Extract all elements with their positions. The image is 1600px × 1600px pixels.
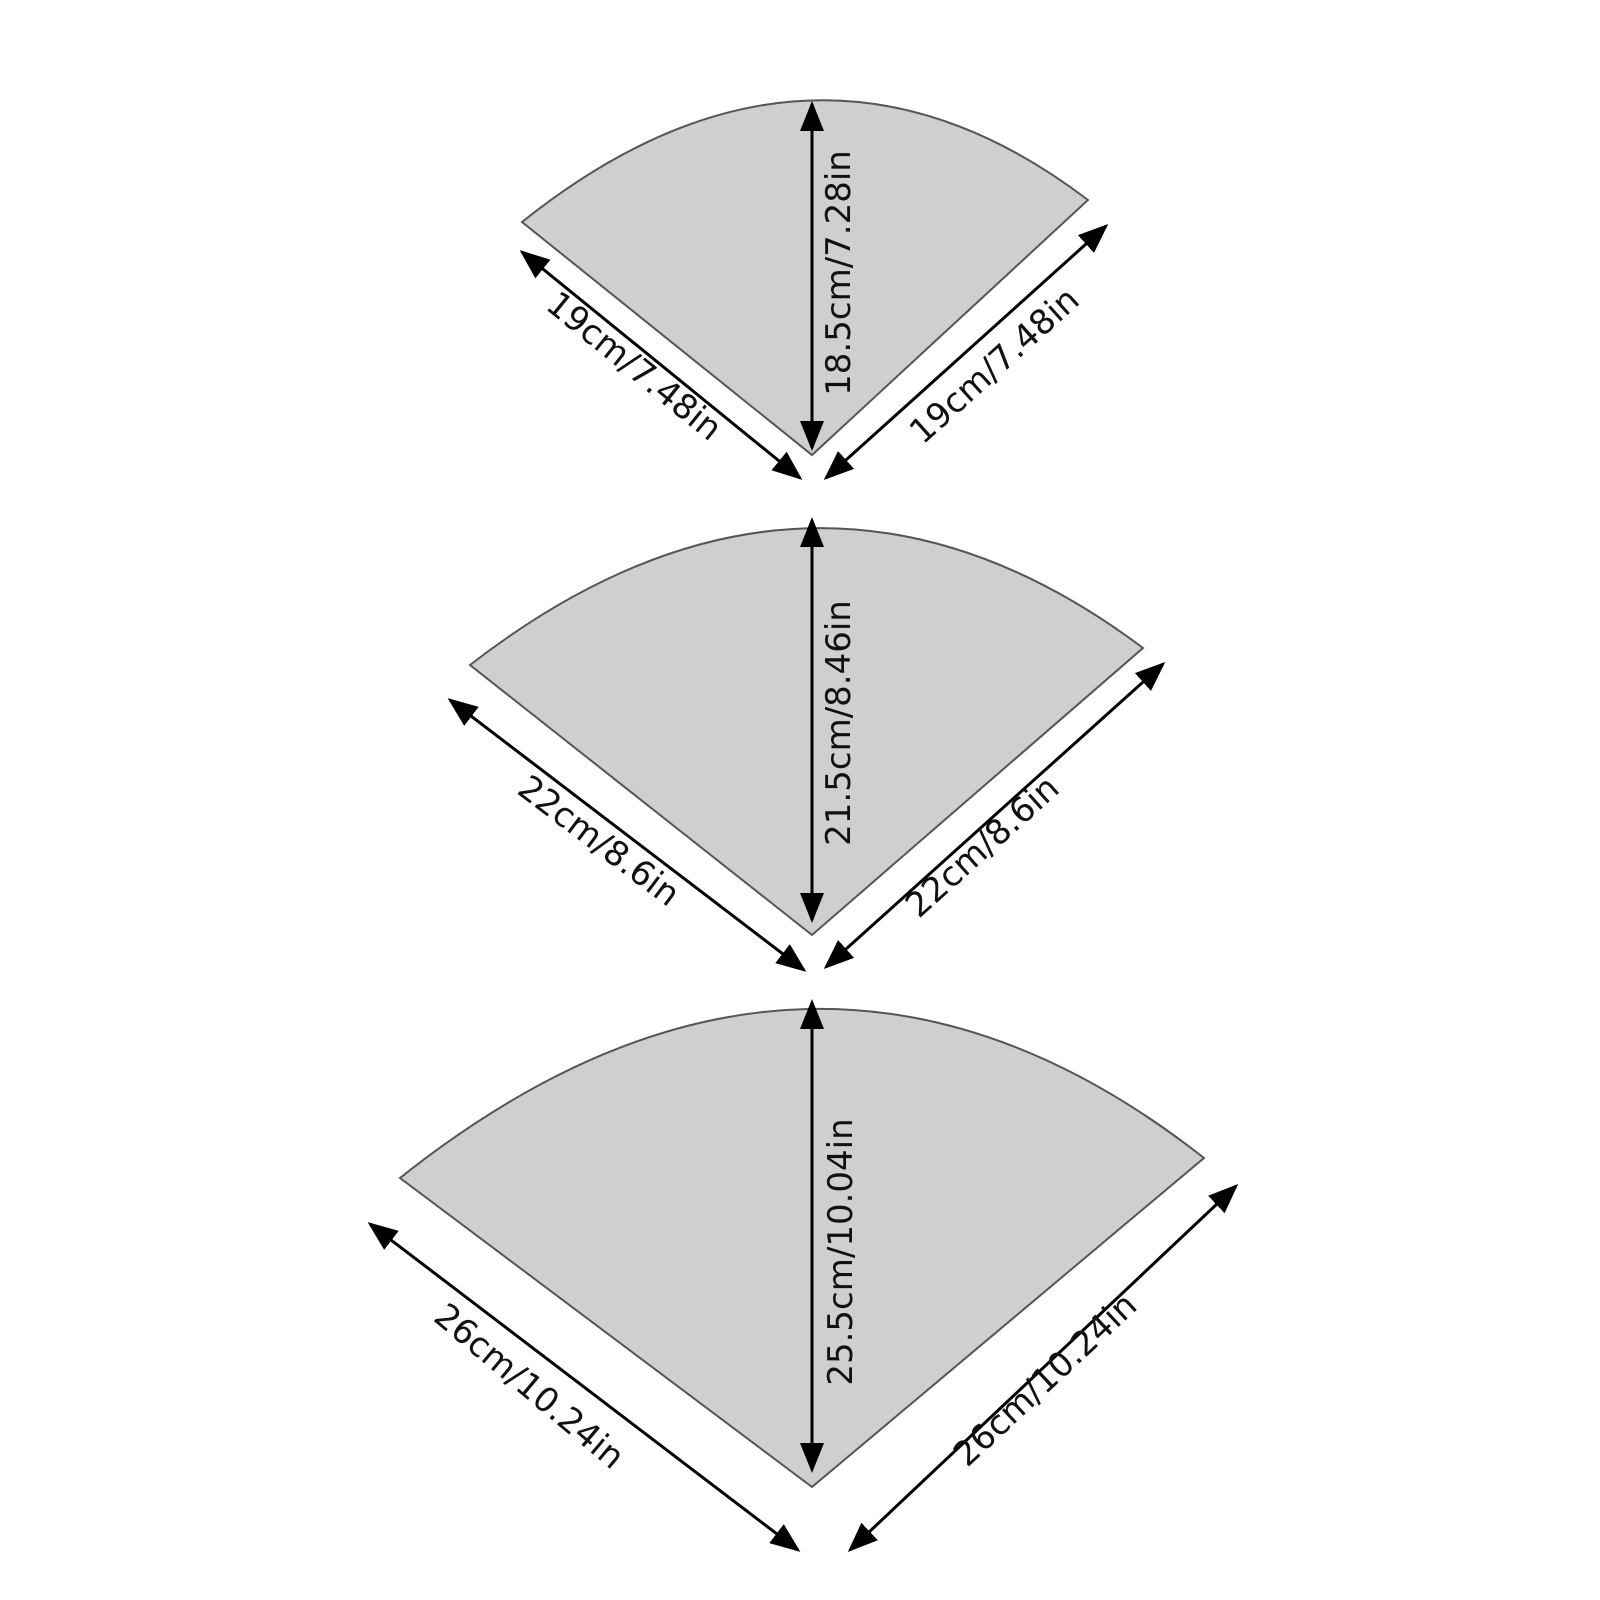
shelf-medium-right-dimension-arrow (823, 661, 1166, 970)
shelf-small-right-dimension-arrow (823, 223, 1109, 481)
shelf-large: 26cm/10.24in 25.5cm/10.04in 26cm/10.24in (367, 999, 1239, 1553)
shelf-large-left-dimension-arrow (367, 1222, 801, 1552)
shelf-medium-center-depth-label: 21.5cm/8.46in (819, 600, 859, 846)
shelf-medium-panel (468, 527, 1145, 937)
shelf-small-center-depth-label: 18.5cm/7.28in (819, 150, 859, 396)
shelf-large-center-depth-label: 25.5cm/10.04in (821, 1118, 861, 1385)
shelf-small-left-dimension-arrow (519, 250, 803, 480)
shelf-small-panel (520, 99, 1090, 457)
shelf-small: 19cm/7.48in 18.5cm/7.28in 19cm/7.48in (519, 99, 1109, 481)
shelf-large-right-dimension-arrow (847, 1183, 1239, 1553)
shelf-large-panel (398, 1007, 1206, 1489)
shelf-medium-left-dimension-arrow (447, 698, 807, 972)
shelf-medium: 22cm/8.6in 21.5cm/8.46in 22cm/8.6in (447, 517, 1166, 972)
